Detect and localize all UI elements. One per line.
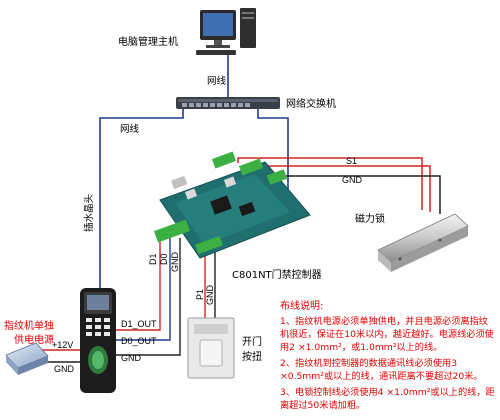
reader-plug-label: 插水晶头	[83, 194, 95, 232]
psu-label-2: 供电电源	[14, 333, 54, 346]
d1-label: D1	[148, 253, 158, 265]
network-cable-label-top: 网线	[207, 75, 227, 87]
exit-button-icon	[187, 317, 235, 379]
network-switch-icon	[176, 97, 280, 109]
note-item-3: 3、电锁控制线必须使用4 ×1.0mm²或以上的线，距离超过50米请加粗。	[280, 387, 495, 411]
wire-switch-controller	[257, 108, 289, 190]
note-item-1: 1、指纹机电源必须单独供电，并且电源必须离指纹机很近，保证在10米以内，越近越好…	[280, 316, 494, 353]
gnd-lock-label: GND	[342, 175, 363, 185]
d0-label: D0	[159, 253, 169, 265]
wire-lock-red-1	[237, 157, 423, 210]
p1-label: P1	[195, 289, 205, 300]
wire-d0	[115, 238, 171, 341]
note-item-2: 2、指纹机到控制器的数据通讯线必须使用3 ×0.5mm²或以上的线，通讯距离不要…	[280, 358, 483, 382]
fingerprint-reader-icon	[80, 288, 116, 393]
wire-lock-black	[262, 175, 441, 214]
controller-label: C801NT门禁控制器	[232, 268, 322, 281]
exit-button-label-1: 开门	[242, 335, 262, 348]
network-cable-label-left: 网线	[120, 123, 140, 135]
gnd-reader-label: GND	[121, 353, 142, 363]
notes-title: 布线说明:	[280, 301, 324, 312]
wire-switch-reader	[99, 108, 184, 290]
pc-icon	[196, 8, 256, 55]
controller-board-icon	[153, 151, 311, 259]
switch-label: 网络交换机	[286, 97, 336, 110]
power-supply-icon	[5, 342, 49, 375]
s1-label: S1	[346, 156, 357, 166]
gnd-psu-label: GND	[54, 364, 75, 374]
wiring-notes: 布线说明: 1、指纹机电源必须单独供电，并且电源必须离指纹机很近，保证在10米以…	[280, 300, 495, 415]
wire-gnd-reader	[115, 238, 181, 356]
plus12v-label: +12V	[52, 340, 73, 350]
magnetic-lock-icon	[377, 213, 469, 272]
gnd-button-label: GND	[205, 285, 215, 306]
magnetic-lock-label: 磁力锁	[355, 212, 385, 225]
wire-d1	[115, 238, 161, 331]
gnd-controller-label: GND	[170, 252, 180, 273]
d1-out-label: D1_OUT	[121, 319, 157, 329]
d0-out-label: D0_OUT	[121, 336, 157, 346]
pc-label: 电脑管理主机	[118, 35, 178, 48]
psu-label-1: 指纹机单独	[4, 319, 54, 332]
exit-button-label-2: 按扭	[242, 350, 262, 363]
